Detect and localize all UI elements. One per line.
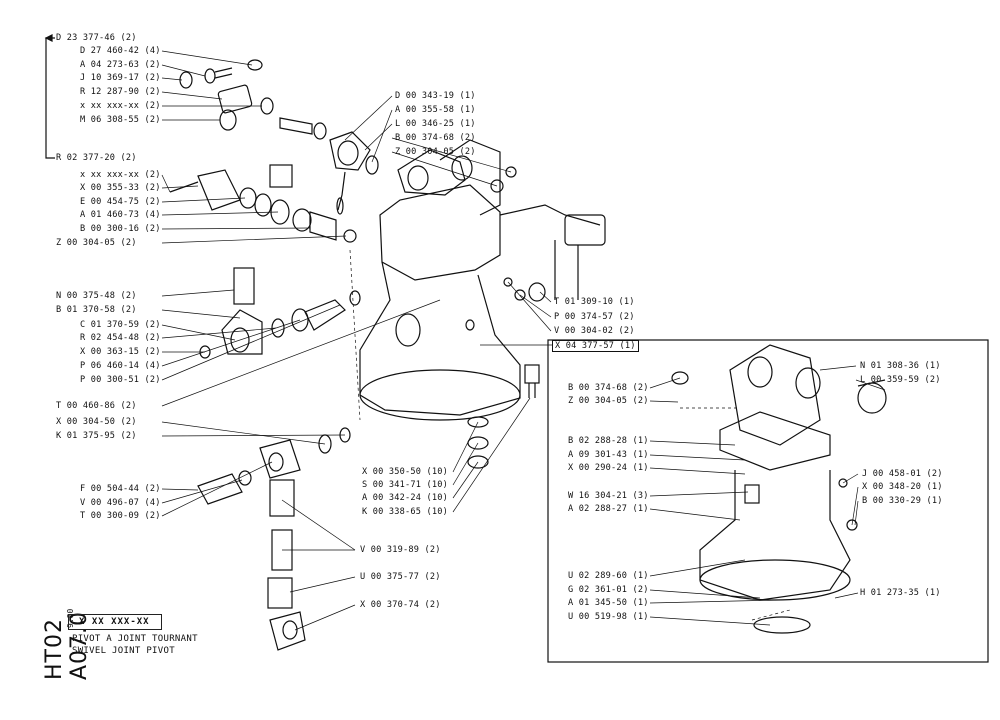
part-label: B 01 370-58 (2) xyxy=(56,305,137,315)
inset-pivot xyxy=(671,344,887,634)
part-label: x xx xxx-xx (2) xyxy=(80,101,161,111)
lower-left-fittings xyxy=(199,267,361,359)
part-label: X 00 355-33 (2) xyxy=(80,183,161,193)
part-label: B 00 374-68 (2) xyxy=(568,383,649,393)
part-label: N 01 308-36 (1) xyxy=(860,361,941,371)
reference-box: X XX XXX-XX xyxy=(68,614,162,630)
part-label: P 00 300-51 (2) xyxy=(80,375,161,385)
part-label: A 02 288-27 (1) xyxy=(568,504,649,514)
part-label: A 00 342-24 (10) xyxy=(362,493,448,503)
title-french: PIVOT A JOINT TOURNANT xyxy=(72,634,198,644)
part-label: T 01 309-10 (1) xyxy=(554,297,635,307)
part-label: T 00 460-86 (2) xyxy=(56,401,137,411)
group-a-header: D 23 377-46 (2) xyxy=(56,33,137,43)
part-label: Z 00 304-05 (2) xyxy=(568,396,649,406)
part-label: B 00 374-68 (2) xyxy=(395,133,476,143)
part-label: J 10 369-17 (2) xyxy=(80,73,161,83)
part-label: V 00 319-89 (2) xyxy=(360,545,441,555)
part-label: L 00 359-59 (2) xyxy=(860,375,941,385)
part-label: S 00 341-71 (10) xyxy=(362,480,448,490)
part-label: P 06 460-14 (4) xyxy=(80,361,161,371)
leader-lines xyxy=(161,50,886,631)
part-label: A 00 355-58 (1) xyxy=(395,105,476,115)
part-label: G 02 361-01 (2) xyxy=(568,585,649,595)
part-label: U 02 289-60 (1) xyxy=(568,571,649,581)
group-bracket xyxy=(45,37,55,159)
reference-text: X XX XXX-XX xyxy=(79,617,150,627)
part-label: X 00 290-24 (1) xyxy=(568,463,649,473)
part-label: V 00 496-07 (4) xyxy=(80,498,161,508)
part-label: Z 00 304-05 (2) xyxy=(395,147,476,157)
part-label: A 01 345-50 (1) xyxy=(568,598,649,608)
bracket-arrow xyxy=(44,34,53,42)
part-label: A 01 460-73 (4) xyxy=(80,210,161,220)
inset-frame xyxy=(547,339,989,663)
part-label: T 00 300-09 (2) xyxy=(80,511,161,521)
part-label: R 02 454-48 (2) xyxy=(80,333,161,343)
part-label: V 00 304-02 (2) xyxy=(554,326,635,336)
part-label: x xx xxx-xx (2) xyxy=(80,170,161,180)
part-label: C 01 370-59 (2) xyxy=(80,320,161,330)
part-label: U 00 375-77 (2) xyxy=(360,572,441,582)
part-label: W 16 304-21 (3) xyxy=(568,491,649,501)
part-label: K 01 375-95 (2) xyxy=(56,431,137,441)
part-label: Z 00 304-05 (2) xyxy=(56,238,137,248)
part-label: E 00 454-75 (2) xyxy=(80,197,161,207)
title-english: SWIVEL JOINT PIVOT xyxy=(72,646,175,656)
part-label: F 00 504-44 (2) xyxy=(80,484,161,494)
group-b-header: R 02 377-20 (2) xyxy=(56,153,137,163)
mid-fitting-parts xyxy=(169,164,357,243)
part-label: B 02 288-28 (1) xyxy=(568,436,649,446)
pivot-ref-label: X 04 377-57 (1) xyxy=(552,340,639,352)
part-label: N 00 375-48 (2) xyxy=(56,291,137,301)
part-label: M 06 308-55 (2) xyxy=(80,115,161,125)
part-label: A 09 301-43 (1) xyxy=(568,450,649,460)
sheet-date: 9.80 xyxy=(56,600,75,630)
part-label: X 00 363-15 (2) xyxy=(80,347,161,357)
part-label: K 00 338-65 (10) xyxy=(362,507,448,517)
top-fitting-parts xyxy=(179,59,327,140)
part-label: X 00 348-20 (1) xyxy=(862,482,943,492)
part-label: B 00 330-29 (1) xyxy=(862,496,943,506)
pivot-housing xyxy=(359,139,606,421)
part-label: X 00 350-50 (10) xyxy=(362,467,448,477)
part-label: A 04 273-63 (2) xyxy=(80,60,161,70)
swivel-elbow xyxy=(329,131,379,215)
part-label: D 27 460-42 (4) xyxy=(80,46,161,56)
part-label: B 00 300-16 (2) xyxy=(80,224,161,234)
lower-hose-assembly xyxy=(197,427,351,651)
part-label: U 00 519-98 (1) xyxy=(568,612,649,622)
part-label: X 00 304-50 (2) xyxy=(56,417,137,427)
bolt-stack xyxy=(467,364,540,469)
part-label: J 00 458-01 (2) xyxy=(862,469,943,479)
sheet-code: HT02 A07.0 xyxy=(8,560,92,680)
part-label: D 00 343-19 (1) xyxy=(395,91,476,101)
part-label: P 00 374-57 (2) xyxy=(554,312,635,322)
part-label: L 00 346-25 (1) xyxy=(395,119,476,129)
part-label: X 00 370-74 (2) xyxy=(360,600,441,610)
dashed-lines xyxy=(349,249,791,621)
part-label: H 01 273-35 (1) xyxy=(860,588,941,598)
part-label: R 12 287-90 (2) xyxy=(80,87,161,97)
